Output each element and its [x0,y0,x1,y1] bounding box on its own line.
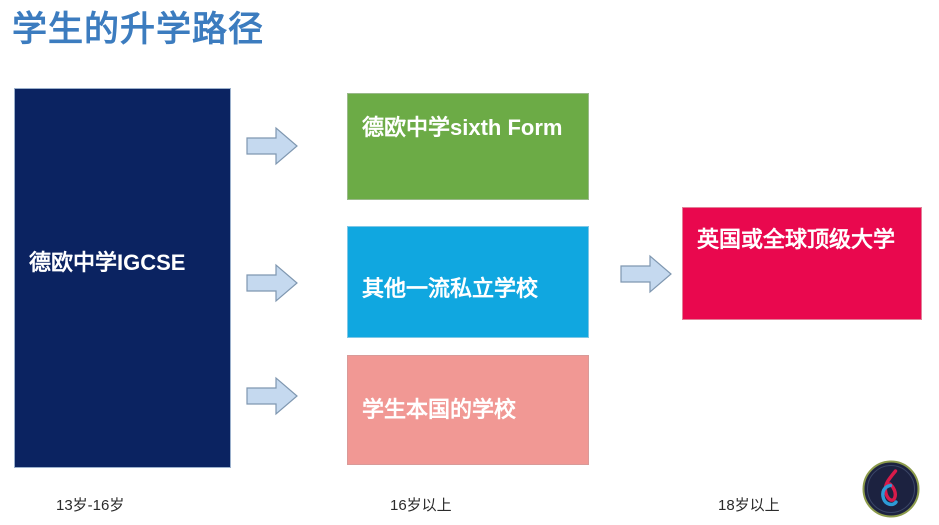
flow-box-university-label: 英国或全球顶级大学 [697,227,896,252]
flow-box-private-school-label: 其他一流私立学校 [362,275,539,301]
arrow-right-icon-to-home-school [246,376,298,416]
flow-box-home-school-label: 学生本国的学校 [362,396,517,422]
flow-box-igcse: 德欧中学IGCSE [14,88,231,468]
flow-box-igcse-label: 德欧中学IGCSE [29,250,186,275]
flow-box-home-school: 学生本国的学校 [347,355,589,465]
flow-box-sixth-form: 德欧中学sixth Form [347,93,589,200]
arrow-right-icon-to-private-school [246,263,298,303]
age-caption-middle-stage: 16岁以上 [390,497,452,514]
age-caption-university: 18岁以上 [718,497,780,514]
brand-logo-icon [862,460,920,518]
flow-box-private-school: 其他一流私立学校 [347,226,589,338]
arrow-right-icon-to-sixth-form [246,126,298,166]
flow-box-university: 英国或全球顶级大学 [682,207,922,320]
page-title: 学生的升学路径 [12,10,265,49]
age-caption-igcse: 13岁-16岁 [56,497,125,514]
arrow-right-icon-to-university [620,254,672,294]
flow-box-sixth-form-label: 德欧中学sixth Form [362,115,563,140]
